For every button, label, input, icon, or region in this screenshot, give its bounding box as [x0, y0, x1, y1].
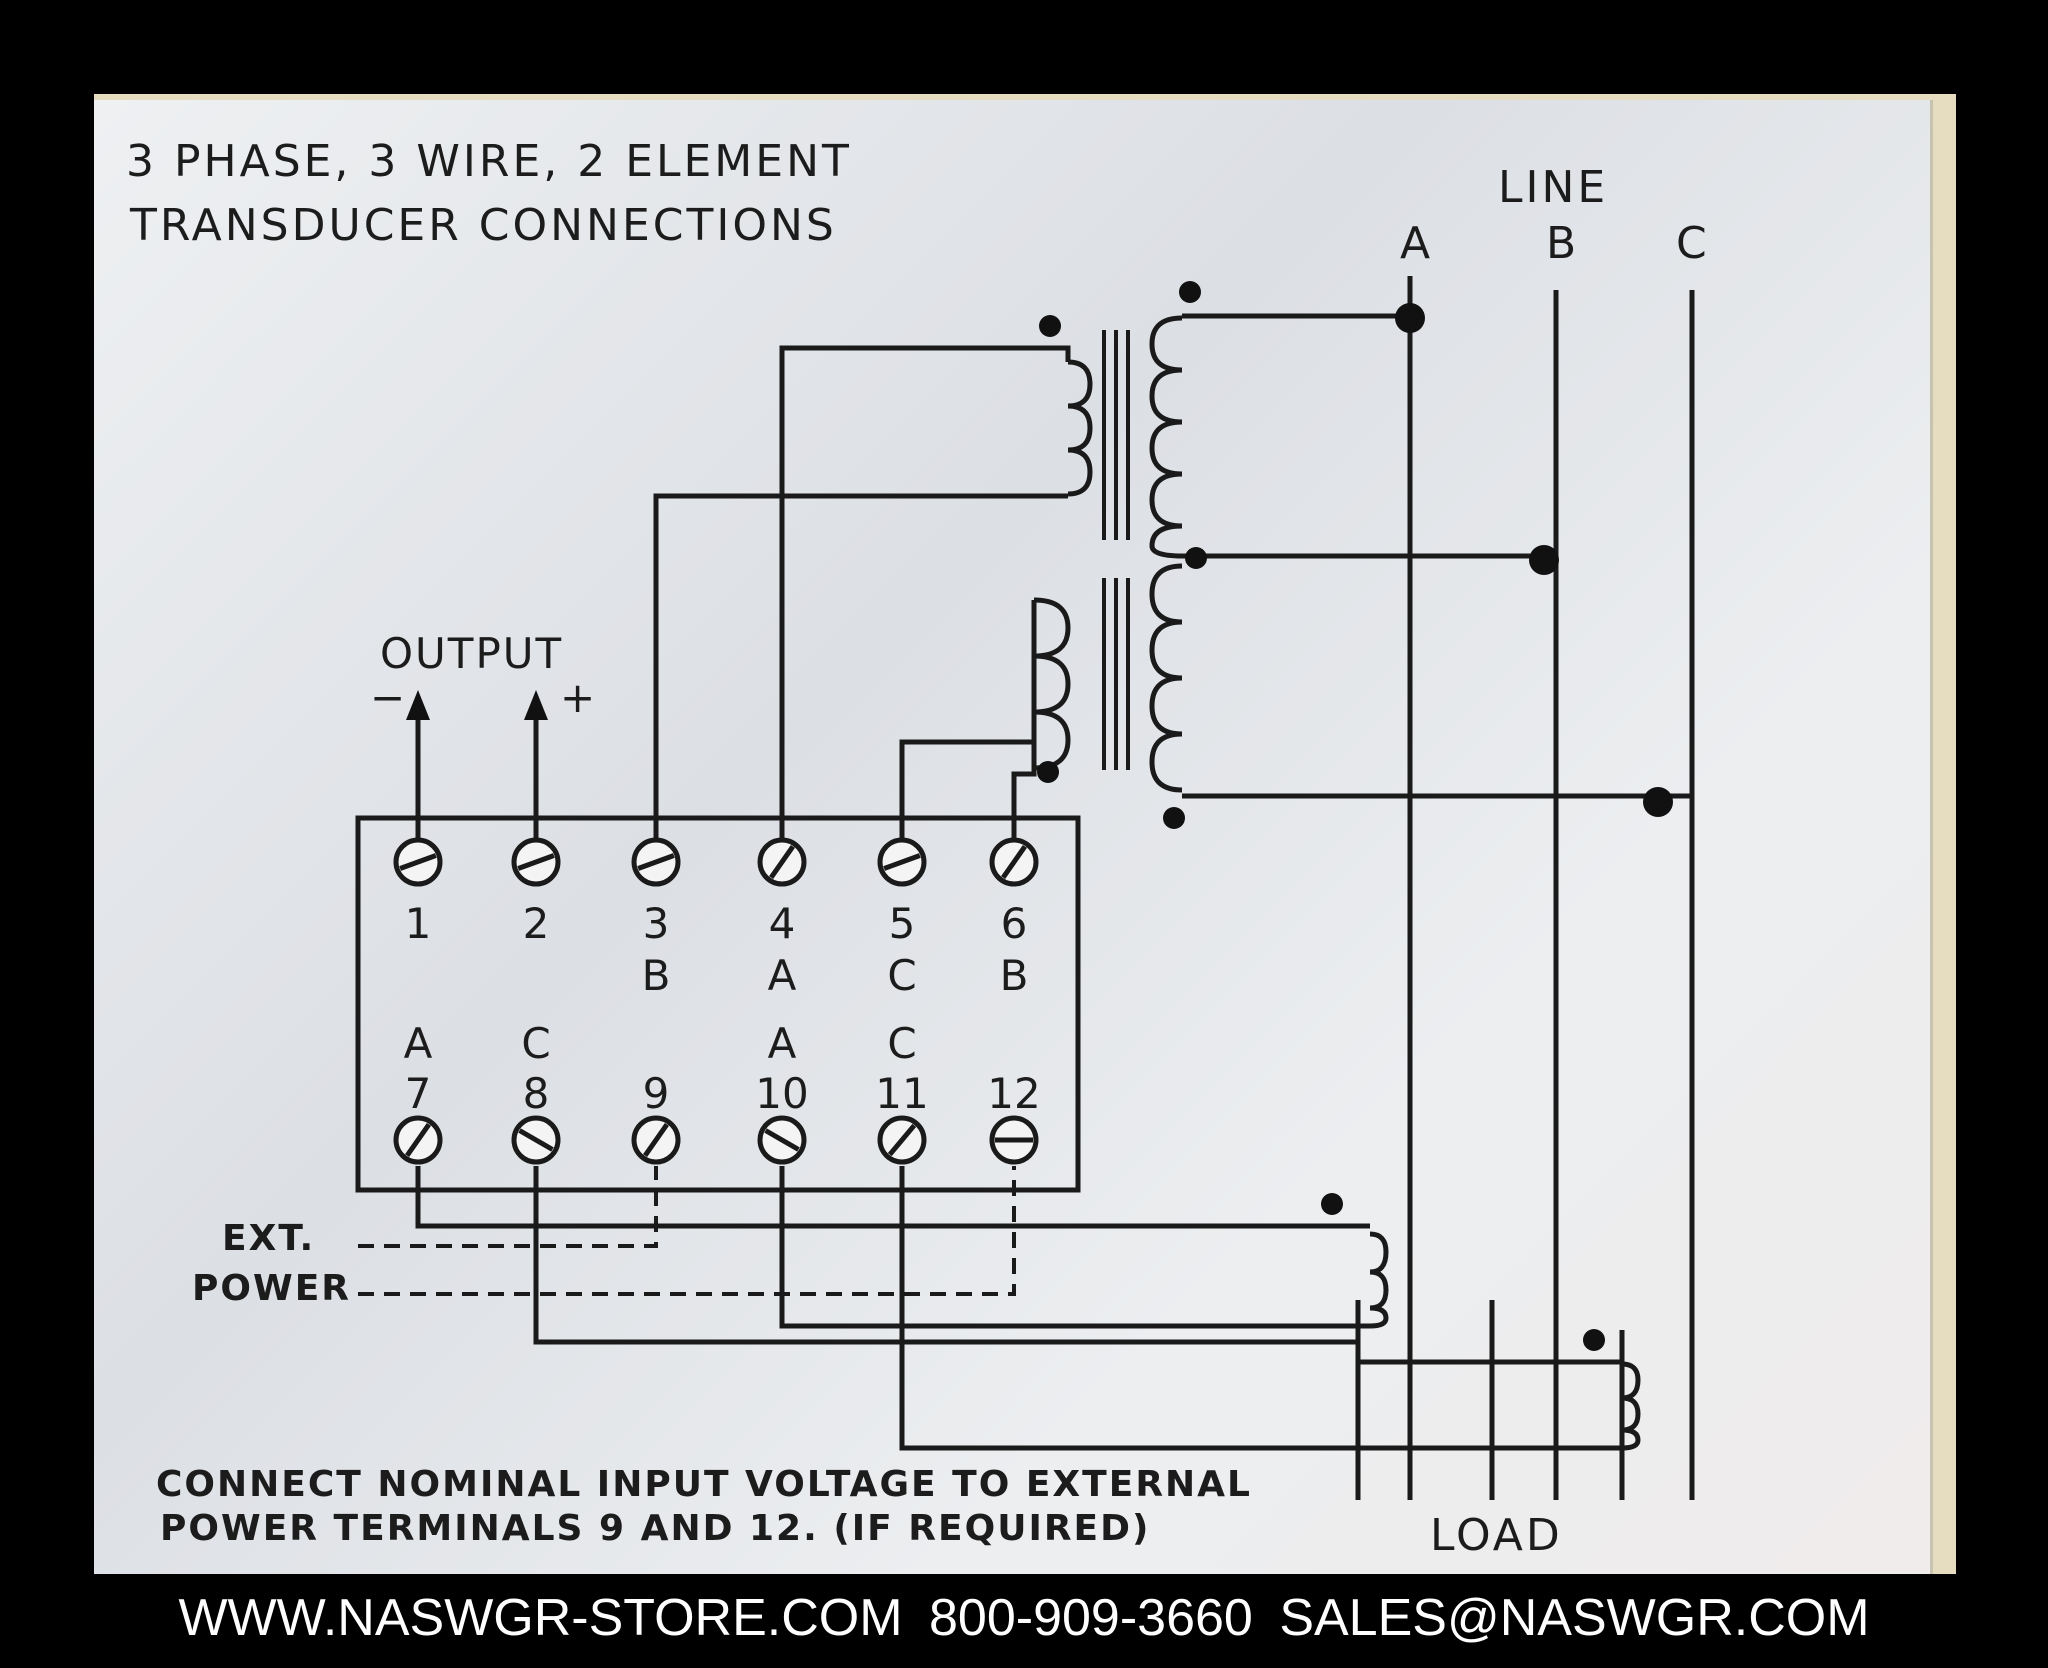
phase-a-label: A [1400, 218, 1433, 269]
polarity-dot [1037, 761, 1059, 783]
footer-website[interactable]: WWW.NASWGR-STORE.COM [178, 1589, 903, 1647]
diagram-title-line1: 3 PHASE, 3 WIRE, 2 ELEMENT [126, 136, 852, 187]
ext-power-dash-12 [358, 1166, 1016, 1296]
note-line1: CONNECT NOMINAL INPUT VOLTAGE TO EXTERNA… [156, 1464, 1252, 1505]
wire-terminal-5-to-pt2 [899, 739, 1034, 842]
terminal-number-4: 4 [769, 899, 796, 948]
terminal-screw-7 [393, 1115, 443, 1165]
terminal-screw-2 [511, 837, 561, 887]
terminal-screw-10 [757, 1115, 807, 1165]
ext-power-dash-9 [358, 1166, 658, 1248]
wire-terminal-11-ct [899, 1166, 1622, 1451]
terminal-phase-11: C [887, 1019, 916, 1068]
phase-c-label: C [1676, 218, 1710, 269]
footer-contact: WWW.NASWGR-STORE.COM 800-909-3660 SALES@… [0, 1588, 2048, 1648]
terminal-screw-4 [757, 837, 807, 887]
junction-dot [1643, 787, 1673, 817]
polarity-dot [1321, 1193, 1343, 1215]
terminal-phase-8: C [521, 1019, 550, 1068]
terminal-phase-3: B [642, 951, 671, 1000]
polarity-dot [1583, 1329, 1605, 1351]
terminal-screw-12 [989, 1115, 1039, 1165]
current-transformer-c [1621, 1361, 1641, 1451]
polarity-dot [1185, 547, 1207, 569]
load-label: LOAD [1430, 1510, 1563, 1561]
footer-phone[interactable]: 800-909-3660 [929, 1589, 1253, 1647]
polarity-dot [1163, 807, 1185, 829]
wire-terminal-4-to-pt1 [779, 345, 1071, 842]
ext-power-label-line2: POWER [192, 1268, 351, 1309]
current-transformer-a [1369, 1231, 1389, 1329]
phase-b-label: B [1546, 218, 1579, 269]
output-positive-arrow [524, 690, 548, 842]
terminal-phase-7: A [404, 1019, 433, 1068]
output-label: OUTPUT [380, 629, 563, 678]
output-plus-label: + [560, 673, 595, 722]
terminal-phase-5: C [887, 951, 916, 1000]
terminal-number-2: 2 [523, 899, 550, 948]
terminal-number-5: 5 [889, 899, 916, 948]
terminal-screw-3 [631, 837, 681, 887]
terminal-screw-1 [393, 837, 443, 887]
terminal-block [355, 815, 1081, 1193]
ext-power-label-line1: EXT. [222, 1218, 315, 1259]
output-negative-arrow [406, 690, 430, 842]
terminal-phase-4: A [768, 951, 797, 1000]
terminal-screw-11 [877, 1115, 927, 1165]
terminal-screw-9 [631, 1115, 681, 1165]
terminal-screw-5 [877, 837, 927, 887]
terminal-number-7: 7 [405, 1069, 432, 1118]
polarity-dot [1179, 281, 1201, 303]
terminal-number-9: 9 [643, 1069, 670, 1118]
wire-terminal-7-ct [415, 1166, 1370, 1229]
terminal-number-3: 3 [643, 899, 670, 948]
line-label: LINE [1498, 162, 1608, 213]
potential-transformer-2 [1033, 563, 1183, 793]
potential-transformer-1 [1067, 315, 1183, 559]
terminal-number-1: 1 [405, 899, 432, 948]
terminal-number-11: 11 [875, 1069, 928, 1118]
terminal-number-8: 8 [523, 1069, 550, 1118]
terminal-number-12: 12 [987, 1069, 1040, 1118]
wire-terminal-10-ct [779, 1166, 1370, 1329]
junction-dot [1529, 545, 1559, 575]
terminal-screw-8 [511, 1115, 561, 1165]
output-minus-label: − [370, 673, 405, 722]
wire-terminal-3-to-pt1 [653, 493, 1068, 842]
terminal-phase-10: A [768, 1019, 797, 1068]
diagram-title-line2: TRANSDUCER CONNECTIONS [129, 200, 837, 251]
terminal-number-6: 6 [1001, 899, 1028, 948]
note-line2: POWER TERMINALS 9 AND 12. (IF REQUIRED) [160, 1508, 1150, 1549]
junction-dot [1395, 303, 1425, 333]
footer-email[interactable]: SALES@NASWGR.COM [1279, 1589, 1870, 1647]
terminal-number-10: 10 [755, 1069, 808, 1118]
terminal-phase-6: B [1000, 951, 1029, 1000]
wire-terminal-6-to-pt2 [1011, 600, 1037, 842]
polarity-dot [1039, 315, 1061, 337]
wire-terminal-8-ct [533, 1166, 1358, 1345]
terminal-screw-6 [989, 837, 1039, 887]
